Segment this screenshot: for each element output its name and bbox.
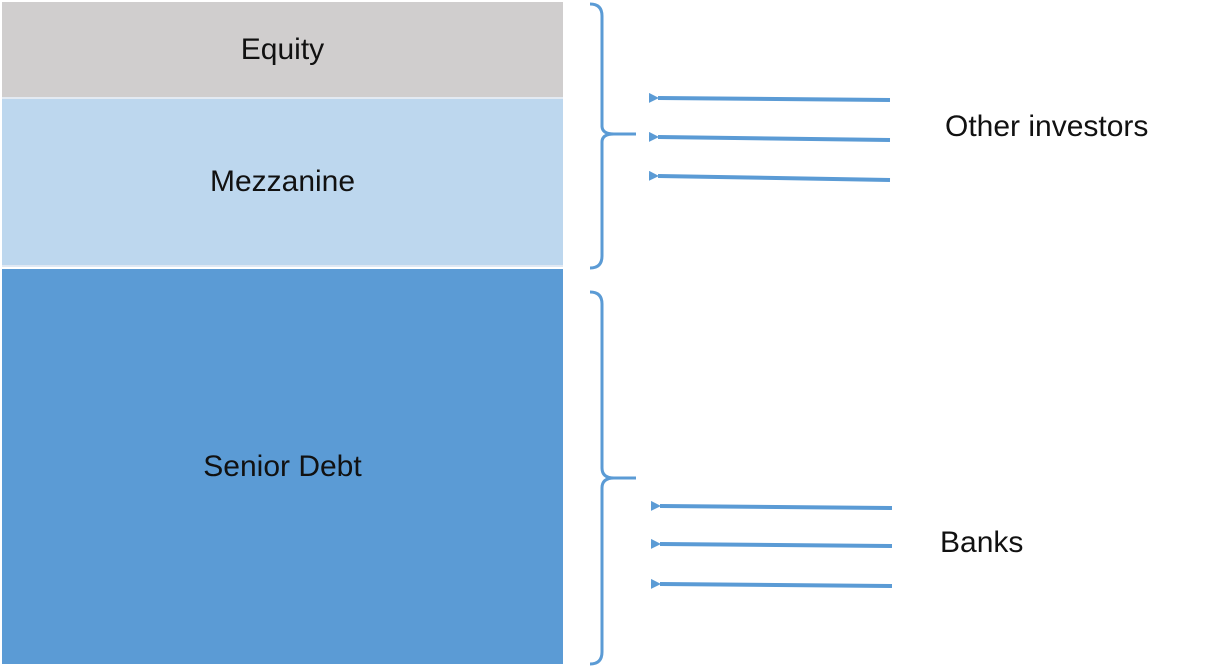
layer-senior-debt: Senior Debt	[2, 269, 563, 664]
arrow-other-3	[648, 170, 891, 182]
arrow-banks-3	[650, 578, 893, 589]
arrow-other-2	[648, 131, 891, 142]
layer-mezzanine: Mezzanine	[2, 99, 563, 267]
bracket-other-investors	[589, 2, 636, 270]
bracket-banks	[589, 290, 636, 666]
arrow-banks-1	[650, 500, 893, 511]
layer-equity: Equity	[2, 2, 563, 99]
arrow-banks-2	[650, 538, 893, 549]
label-banks: Banks	[940, 526, 1024, 559]
label-other-investors: Other investors	[945, 110, 1149, 143]
arrow-other-1	[648, 92, 891, 103]
